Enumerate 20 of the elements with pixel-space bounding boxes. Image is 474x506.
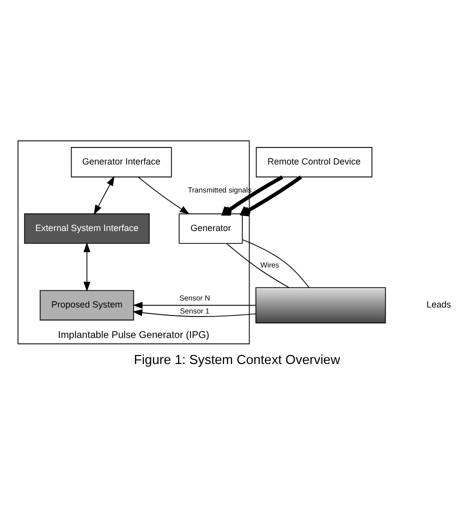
arrow (240, 176, 302, 216)
picture (255, 287, 386, 324)
node-box: External System Interface (24, 213, 150, 244)
caption: Figure 1: System Context Overview (134, 352, 340, 368)
arrow (94, 176, 114, 215)
connector (226, 243, 290, 288)
arrow (83, 242, 90, 292)
node-box: Proposed System (40, 290, 134, 320)
edge-label: Wires (260, 260, 280, 270)
arrow (138, 176, 190, 214)
node-box: Generator (178, 213, 243, 244)
edge-label: Sensor N (179, 294, 210, 303)
connector (242, 239, 310, 288)
arrow (132, 309, 256, 317)
arrow (132, 302, 256, 309)
edge-label: Sensor 1 (180, 306, 210, 316)
label: Leads (426, 300, 452, 310)
node-box: Remote Control Device (256, 147, 372, 178)
node-box: Generator Interface (70, 147, 172, 178)
arrow (222, 175, 284, 216)
